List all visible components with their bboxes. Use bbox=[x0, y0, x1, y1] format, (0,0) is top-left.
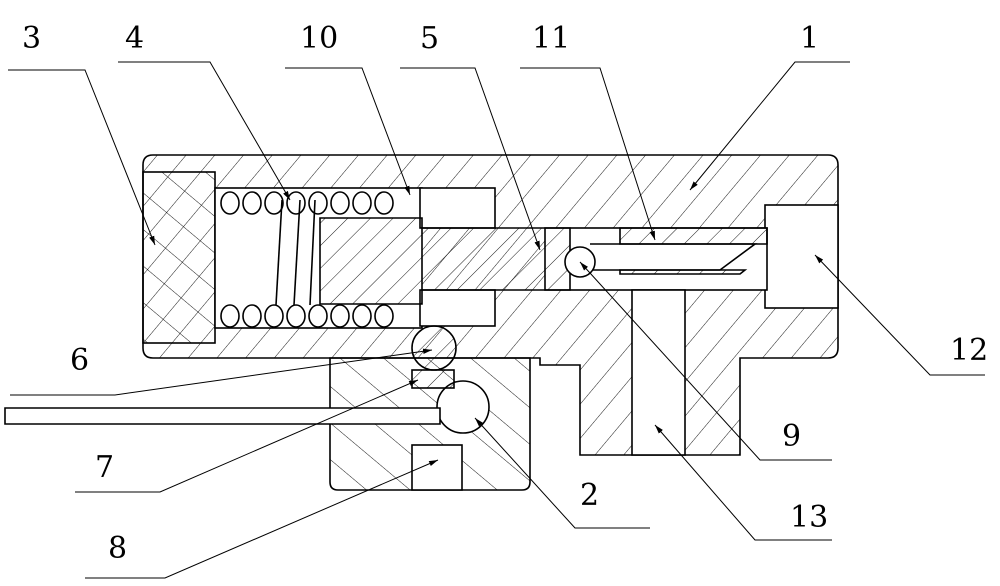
plug-part-3 bbox=[142, 171, 216, 344]
spring-coil bbox=[242, 191, 262, 215]
label-8: 8 bbox=[108, 531, 127, 566]
label-11: 11 bbox=[532, 21, 570, 56]
ball-part-6 bbox=[411, 325, 457, 371]
label-1: 1 bbox=[800, 21, 819, 56]
label-10: 10 bbox=[300, 21, 338, 56]
upper-chamber bbox=[419, 187, 496, 229]
actuator-rod bbox=[4, 407, 441, 425]
spring-coil bbox=[242, 304, 262, 328]
spring-coil bbox=[286, 191, 306, 215]
label-5: 5 bbox=[420, 21, 439, 56]
spring-coil bbox=[220, 304, 240, 328]
port-12 bbox=[764, 204, 839, 309]
label-2: 2 bbox=[580, 478, 599, 513]
spring-coil bbox=[286, 304, 306, 328]
leader-lines bbox=[8, 61, 985, 579]
seal-part-7 bbox=[411, 369, 455, 389]
spring-coil bbox=[264, 191, 284, 215]
label-13: 13 bbox=[790, 500, 828, 535]
label-12: 12 bbox=[950, 333, 988, 368]
spring-coil bbox=[352, 304, 372, 328]
spring-coil bbox=[330, 304, 350, 328]
port-13 bbox=[631, 289, 686, 456]
spring-coil bbox=[264, 304, 284, 328]
spring-coil bbox=[374, 304, 394, 328]
label-9: 9 bbox=[782, 419, 801, 454]
spring-coil bbox=[374, 191, 394, 215]
spring-coil bbox=[220, 191, 240, 215]
label-4: 4 bbox=[125, 21, 144, 56]
spring-coil bbox=[308, 304, 328, 328]
spring-coil bbox=[308, 191, 328, 215]
label-7: 7 bbox=[95, 450, 114, 485]
spring-part-4 bbox=[220, 191, 394, 328]
lower-chamber bbox=[419, 289, 496, 327]
seat-part-11 bbox=[619, 227, 768, 275]
label-3: 3 bbox=[22, 21, 41, 56]
spring-coil bbox=[352, 191, 372, 215]
piston-part-5 bbox=[319, 217, 571, 305]
label-6: 6 bbox=[70, 343, 89, 378]
spring-coil bbox=[330, 191, 350, 215]
seat-wedge bbox=[590, 243, 758, 271]
